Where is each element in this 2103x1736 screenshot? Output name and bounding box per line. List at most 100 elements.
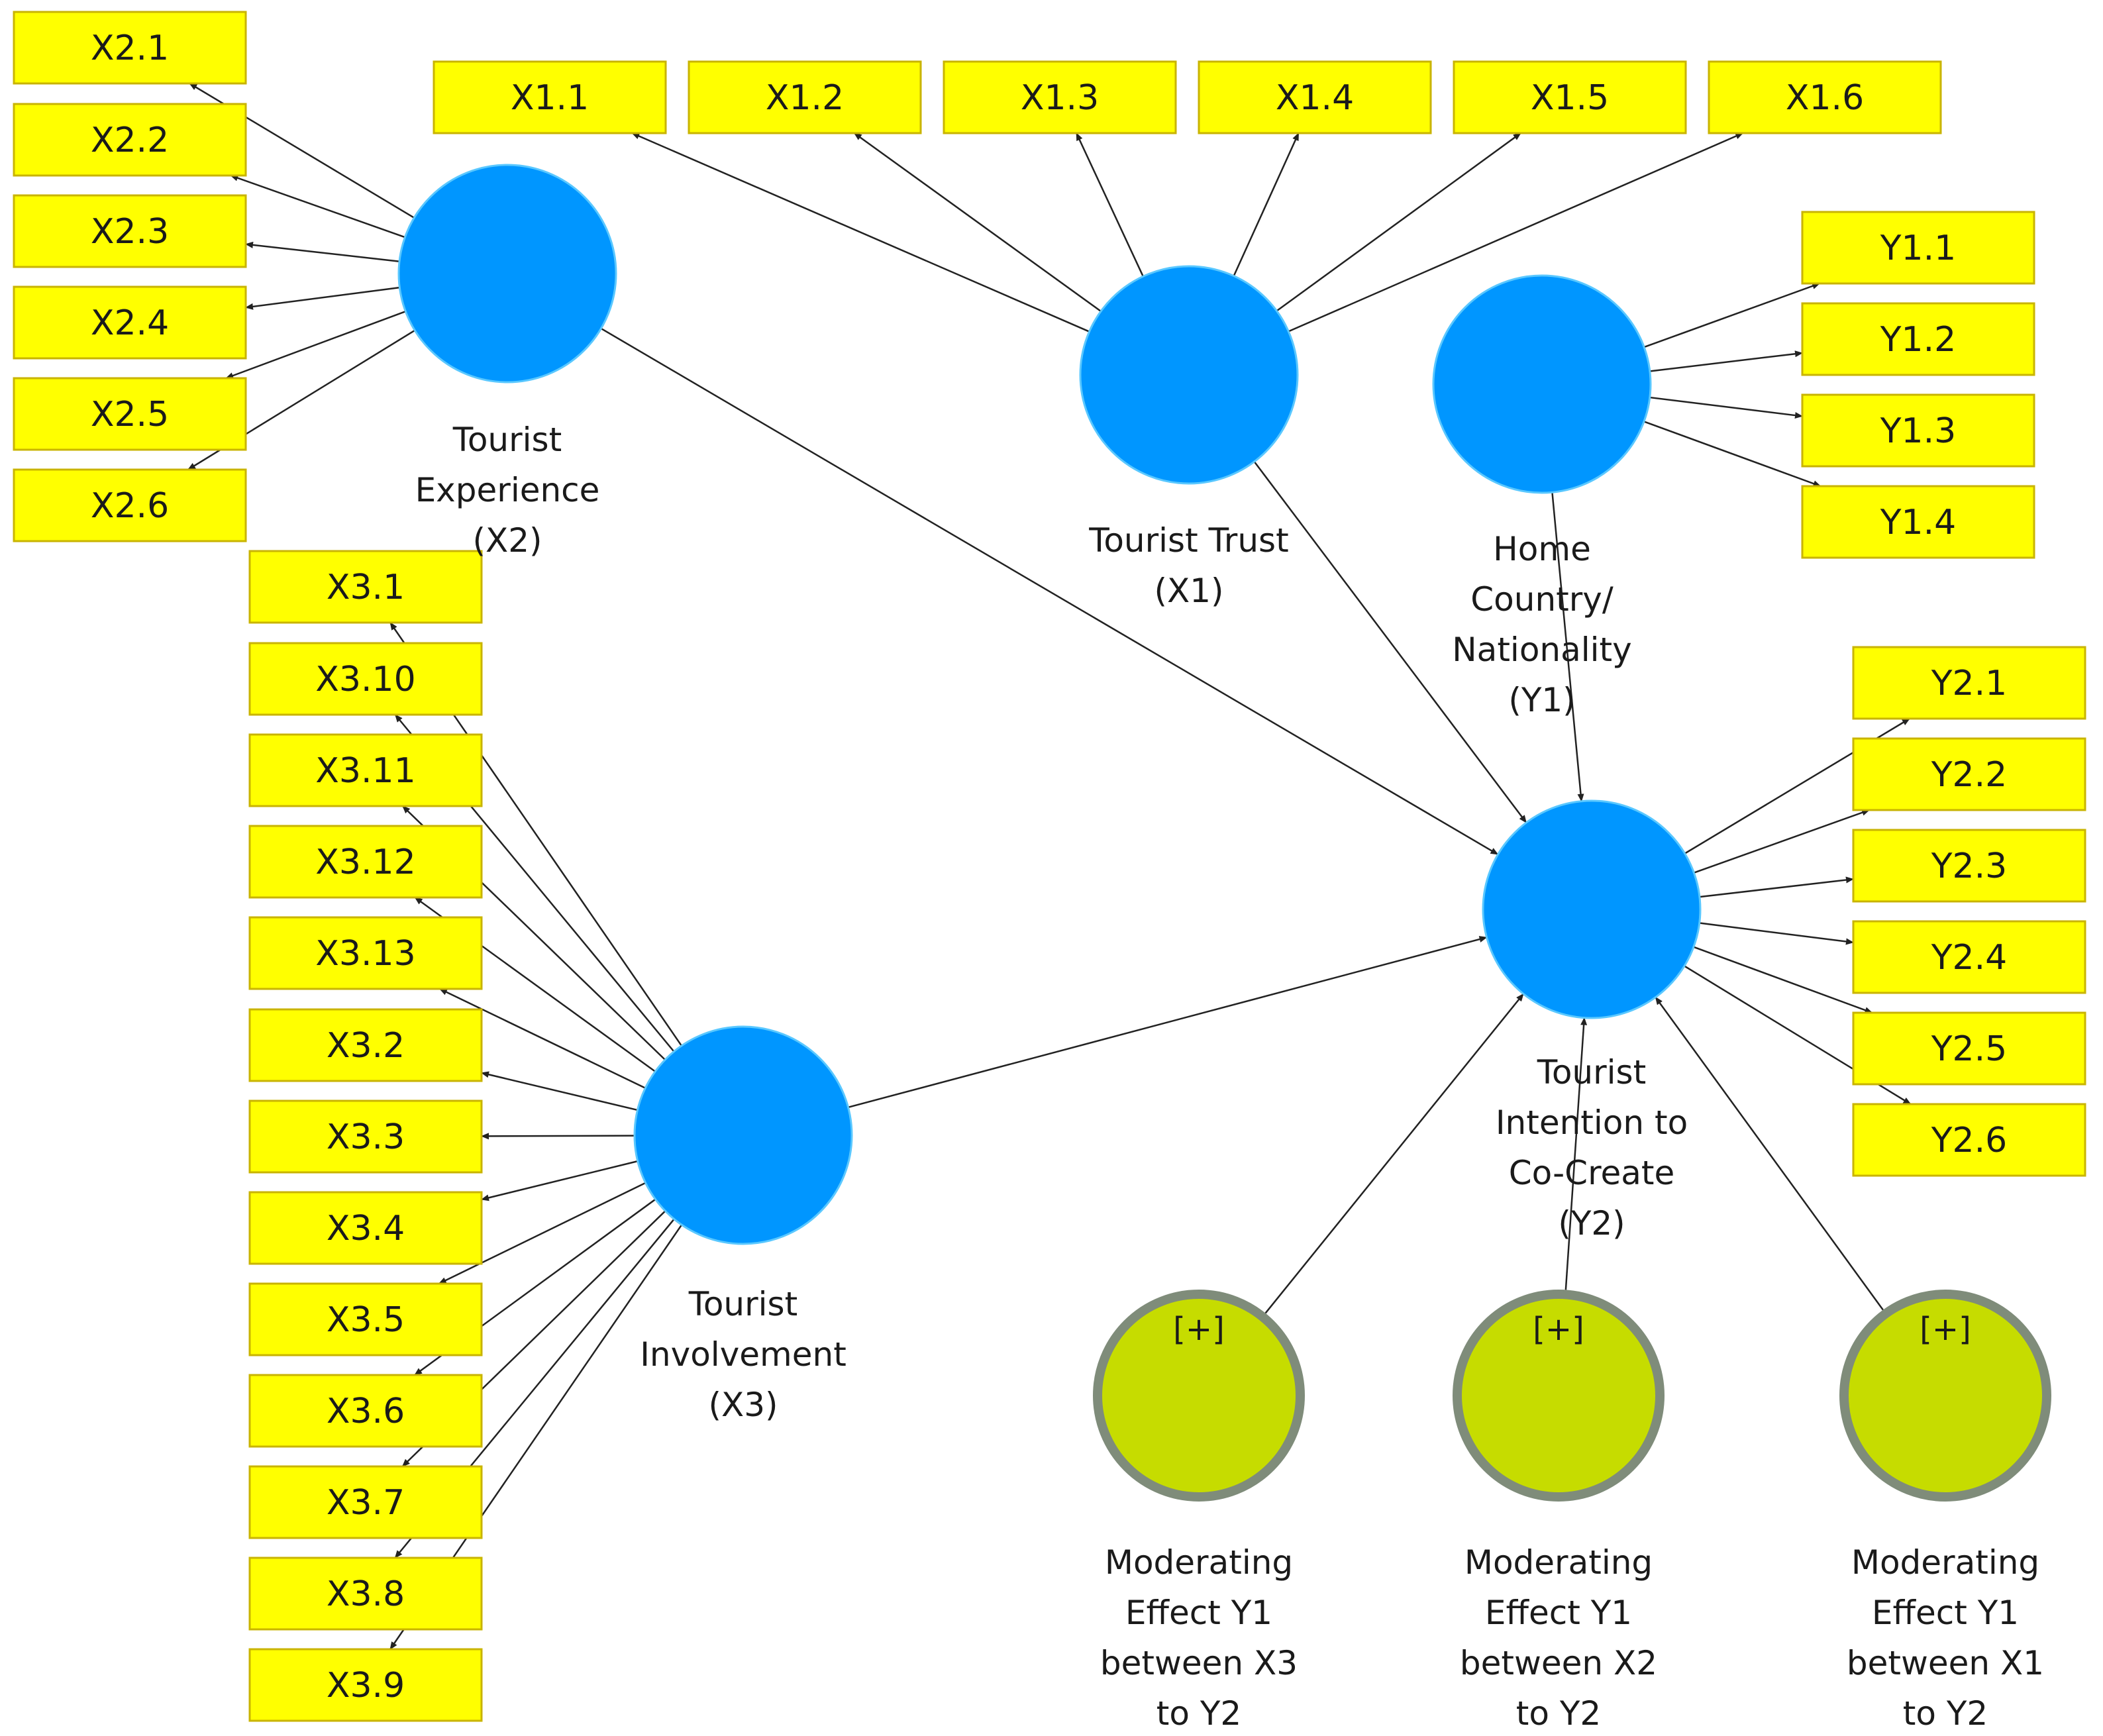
indicator-y2-5[interactable]: Y2.5 (1852, 1011, 2086, 1086)
expand-toggle[interactable]: [+] (1173, 1311, 1225, 1348)
indicator-x3-1[interactable]: X3.1 (248, 550, 483, 624)
path-x2-to-y2 (600, 327, 1499, 856)
indicator-label: X3.13 (315, 934, 415, 974)
indicator-box[interactable] (1852, 829, 2086, 903)
indicator-x1-2[interactable]: X1.2 (688, 60, 922, 134)
indicator-box[interactable] (13, 194, 247, 268)
indicator-box[interactable] (248, 733, 483, 807)
indicator-box[interactable] (1852, 646, 2086, 720)
indicator-x3-12[interactable]: X3.12 (248, 825, 483, 899)
indicator-box[interactable] (1453, 60, 1687, 134)
expand-toggle[interactable]: [+] (1533, 1311, 1584, 1348)
latent-circle[interactable] (397, 164, 617, 383)
indicator-label: Y1.2 (1880, 320, 1956, 360)
indicator-x2-5[interactable]: X2.5 (13, 377, 247, 451)
indicator-x3-8[interactable]: X3.8 (248, 1557, 483, 1631)
latent-x2[interactable] (397, 164, 617, 383)
indicator-box[interactable] (13, 468, 247, 542)
indicator-x3-6[interactable]: X3.6 (248, 1374, 483, 1448)
indicator-x1-5[interactable]: X1.5 (1453, 60, 1687, 134)
moderator-m3[interactable]: [+] (1839, 1290, 2051, 1502)
indicator-box[interactable] (688, 60, 922, 134)
moderator-circle[interactable] (1839, 1290, 2051, 1502)
indicator-box[interactable] (248, 1648, 483, 1722)
indicator-box[interactable] (1801, 485, 2035, 559)
latent-circle[interactable] (1079, 265, 1299, 485)
indicator-y2-4[interactable]: Y2.4 (1852, 920, 2086, 994)
indicator-box[interactable] (13, 285, 247, 360)
indicator-x1-4[interactable]: X1.4 (1198, 60, 1432, 134)
indicator-box[interactable] (1801, 302, 2035, 376)
indicator-y2-2[interactable]: Y2.2 (1852, 737, 2086, 811)
indicator-label: Y2.6 (1931, 1121, 2007, 1160)
loading-arrow-y2-2 (1693, 809, 1871, 874)
indicator-box[interactable] (1801, 393, 2035, 468)
indicator-box[interactable] (943, 60, 1177, 134)
indicator-x3-7[interactable]: X3.7 (248, 1465, 483, 1539)
latent-y1[interactable] (1432, 274, 1652, 494)
indicator-x2-4[interactable]: X2.4 (13, 285, 247, 360)
indicator-box[interactable] (248, 1008, 483, 1082)
latent-circle[interactable] (1482, 799, 1702, 1019)
indicator-y2-1[interactable]: Y2.1 (1852, 646, 2086, 720)
indicator-x3-3[interactable]: X3.3 (248, 1099, 483, 1174)
indicator-box[interactable] (1852, 1011, 2086, 1086)
indicator-box[interactable] (1852, 920, 2086, 994)
indicator-x2-2[interactable]: X2.2 (13, 103, 247, 177)
indicator-x2-1[interactable]: X2.1 (13, 11, 247, 85)
indicator-box[interactable] (248, 1374, 483, 1448)
indicator-y1-2[interactable]: Y1.2 (1801, 302, 2035, 376)
latent-x3[interactable] (633, 1025, 853, 1245)
indicator-box[interactable] (13, 11, 247, 85)
latent-y2[interactable] (1482, 799, 1702, 1019)
indicator-box[interactable] (13, 103, 247, 177)
indicator-x3-4[interactable]: X3.4 (248, 1191, 483, 1265)
indicator-box[interactable] (248, 916, 483, 990)
indicator-x3-10[interactable]: X3.10 (248, 642, 483, 716)
indicator-x3-2[interactable]: X3.2 (248, 1008, 483, 1082)
indicator-box[interactable] (1198, 60, 1432, 134)
indicator-box[interactable] (1801, 211, 2035, 285)
indicator-y1-4[interactable]: Y1.4 (1801, 485, 2035, 559)
indicator-x1-6[interactable]: X1.6 (1708, 60, 1942, 134)
indicator-box[interactable] (248, 1282, 483, 1356)
indicator-x3-11[interactable]: X3.11 (248, 733, 483, 807)
moderator-circle[interactable] (1093, 1290, 1305, 1502)
indicator-y1-3[interactable]: Y1.3 (1801, 393, 2035, 468)
moderator-m2[interactable]: [+] (1453, 1290, 1665, 1502)
indicator-x3-9[interactable]: X3.9 (248, 1648, 483, 1722)
latent-circle[interactable] (633, 1025, 853, 1245)
indicator-box[interactable] (1852, 737, 2086, 811)
moderator-m1[interactable]: [+] (1093, 1290, 1305, 1502)
indicator-x3-5[interactable]: X3.5 (248, 1282, 483, 1356)
indicator-label: X3.6 (327, 1392, 405, 1431)
indicator-box[interactable] (248, 1557, 483, 1631)
latent-circle[interactable] (1432, 274, 1652, 494)
latent-x1[interactable] (1079, 265, 1299, 485)
latent-label-y1: (Y1) (1508, 681, 1575, 719)
indicator-label: X3.8 (327, 1574, 405, 1614)
moderation-path-m1 (1264, 993, 1524, 1314)
indicator-y1-1[interactable]: Y1.1 (1801, 211, 2035, 285)
indicator-box[interactable] (1852, 1103, 2086, 1177)
indicator-box[interactable] (248, 642, 483, 716)
expand-toggle[interactable]: [+] (1920, 1311, 1971, 1348)
indicator-label: X1.2 (766, 78, 844, 118)
indicator-y2-3[interactable]: Y2.3 (1852, 829, 2086, 903)
indicator-y2-6[interactable]: Y2.6 (1852, 1103, 2086, 1177)
indicator-x3-13[interactable]: X3.13 (248, 916, 483, 990)
moderator-circle[interactable] (1453, 1290, 1665, 1502)
indicator-x1-1[interactable]: X1.1 (433, 60, 667, 134)
indicator-box[interactable] (248, 1099, 483, 1174)
indicator-box[interactable] (433, 60, 667, 134)
indicator-x2-3[interactable]: X2.3 (13, 194, 247, 268)
indicator-box[interactable] (1708, 60, 1942, 134)
indicator-box[interactable] (248, 825, 483, 899)
indicator-box[interactable] (13, 377, 247, 451)
indicator-box[interactable] (248, 1191, 483, 1265)
indicator-x2-6[interactable]: X2.6 (13, 468, 247, 542)
moderator-label-m1: between X3 (1100, 1644, 1298, 1682)
indicator-box[interactable] (248, 1465, 483, 1539)
indicator-x1-3[interactable]: X1.3 (943, 60, 1177, 134)
indicator-box[interactable] (248, 550, 483, 624)
